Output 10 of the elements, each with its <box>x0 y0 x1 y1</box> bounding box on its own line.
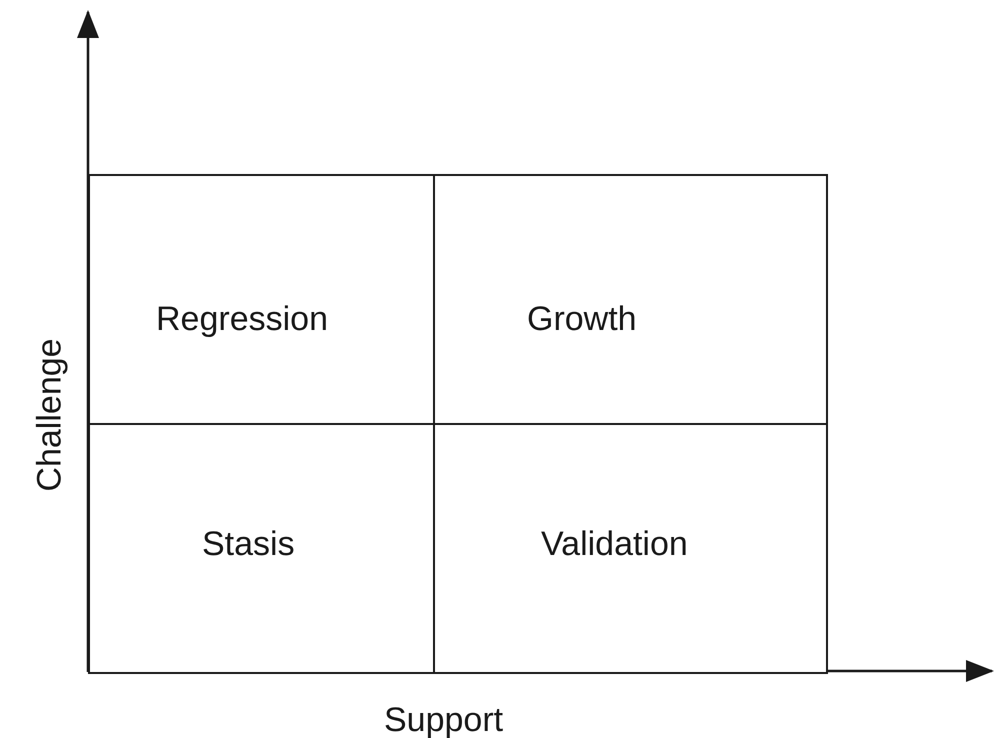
quadrant-label: Validation <box>541 527 688 561</box>
quadrant-label: Growth <box>527 302 637 336</box>
quadrant-cell <box>88 423 435 674</box>
axis-title: Support <box>384 703 504 737</box>
axis-title: Challenge <box>32 338 67 492</box>
quadrant-cell <box>433 174 828 425</box>
quadrant-label: Regression <box>156 302 328 336</box>
quadrant-cell <box>88 174 435 425</box>
quadrant-label: Stasis <box>202 527 295 561</box>
quadrant-cell <box>433 423 828 674</box>
